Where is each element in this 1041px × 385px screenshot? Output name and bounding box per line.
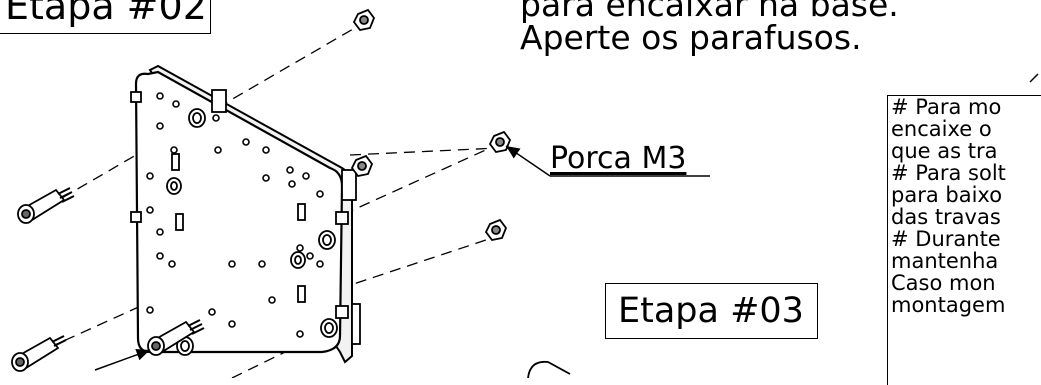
nut-lower xyxy=(484,218,508,241)
plate-holes xyxy=(146,92,324,338)
base-plate xyxy=(134,70,344,354)
rear-bracket xyxy=(211,89,361,345)
step-2-label: Etapa #02 xyxy=(0,0,211,34)
instruction-line-1: para encaixar na base. xyxy=(520,0,899,24)
nut-side xyxy=(350,154,374,177)
instruction-text: para encaixar na base. Aperte os parafus… xyxy=(520,0,899,54)
nut-leader-line xyxy=(505,145,551,177)
notes-line: para baixo xyxy=(891,183,1003,207)
notes-line: # Durante xyxy=(891,227,1001,251)
notes-line: mantenha xyxy=(891,249,999,273)
standoff-lower-center xyxy=(147,319,205,356)
notes-line: # Para mo xyxy=(891,95,1002,119)
step-3-label: Etapa #03 xyxy=(605,283,818,339)
plate-screw-bosses xyxy=(166,108,338,356)
notes-line: que as tra xyxy=(891,139,998,163)
standoff-leader xyxy=(94,348,151,371)
notes-line: montagem xyxy=(891,293,1006,317)
standoff-upper xyxy=(17,187,75,224)
partial-part xyxy=(527,360,571,378)
nut-top xyxy=(352,8,376,31)
notes-line: Caso mon xyxy=(891,271,996,295)
nut-callout-label: Porca M3 xyxy=(550,141,687,176)
nut-middle xyxy=(488,130,512,153)
standoff-lower-left xyxy=(11,335,67,372)
plate-slots xyxy=(171,153,306,303)
plate-notches xyxy=(130,91,349,319)
notes-line: das travas xyxy=(891,205,1001,229)
notes-corner-mark xyxy=(1029,73,1039,83)
notes-box: # Para mo encaixe o que as tra # Para so… xyxy=(887,95,1041,385)
notes-line: # Para solt xyxy=(891,161,1006,185)
instruction-line-2: Aperte os parafusos. xyxy=(520,18,862,57)
notes-line: encaixe o xyxy=(891,117,992,141)
